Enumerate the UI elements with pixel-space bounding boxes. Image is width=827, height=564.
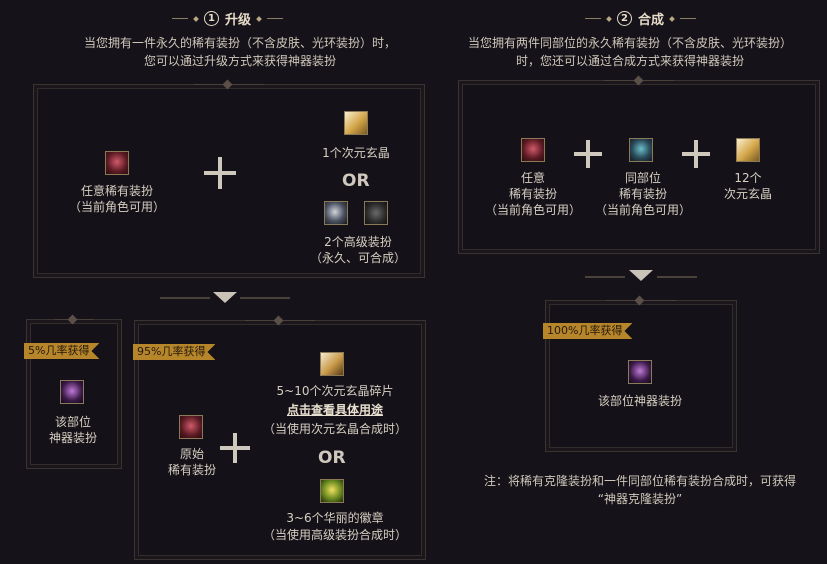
badge-condition-label: （当使用高级装扮合成时） bbox=[262, 528, 407, 542]
artifact-outfit-icon[interactable] bbox=[628, 360, 652, 384]
artifact-outfit-label: 该部位神器装扮 bbox=[48, 415, 97, 445]
crystal-count-label: 12个次元玄晶 bbox=[723, 171, 772, 201]
artifact-outfit-label: 该部位神器装扮 bbox=[597, 394, 682, 408]
original-outfit-label: 原始稀有装扮 bbox=[167, 447, 216, 477]
any-rare-outfit-label: 任意稀有装扮（当前角色可用） bbox=[68, 184, 165, 214]
or-label: OR bbox=[318, 448, 346, 468]
combine-recipe-box bbox=[458, 80, 820, 254]
dimension-crystal-icon[interactable] bbox=[344, 111, 368, 135]
rare-outfit-icon[interactable] bbox=[521, 138, 545, 162]
or-label: OR bbox=[342, 171, 370, 191]
section-title-text: 合成 bbox=[638, 13, 665, 28]
down-arrow-icon bbox=[629, 270, 653, 281]
probability-badge: 5%几率获得 bbox=[24, 343, 99, 359]
plus-icon bbox=[574, 140, 602, 168]
step-number: 1 bbox=[204, 11, 219, 26]
section-2-title: 2 合成 bbox=[585, 9, 697, 28]
plus-icon bbox=[204, 157, 236, 189]
rare-outfit-icon[interactable] bbox=[105, 151, 129, 175]
clone-note: 注：将稀有克隆装扮和一件同部位稀有装扮合成时，可获得 “神器克隆装扮” bbox=[483, 474, 796, 506]
same-slot-outfit-label: 同部位稀有装扮（当前角色可用） bbox=[594, 171, 691, 217]
any-rare-outfit-label: 任意稀有装扮（当前角色可用） bbox=[484, 171, 581, 217]
original-outfit-icon[interactable] bbox=[179, 415, 203, 439]
badge-icon[interactable] bbox=[320, 479, 344, 503]
probability-badge: 95%几率获得 bbox=[133, 344, 215, 360]
advanced-outfit-icon-2[interactable] bbox=[364, 201, 388, 225]
section-1-title: 1 升级 bbox=[172, 9, 284, 28]
plus-icon bbox=[682, 140, 710, 168]
advanced-outfit-label: 2个高级装扮（永久、可合成） bbox=[309, 235, 406, 265]
badge-count-label: 3~6个华丽的徽章 bbox=[286, 511, 384, 525]
section-2-description: 当您拥有两件同部位的永久稀有装扮（不含皮肤、光环装扮） 时，您还可以通过合成方式… bbox=[467, 36, 792, 68]
plus-icon bbox=[220, 433, 250, 463]
crystal-fragment-label: 5~10个次元玄晶碎片 bbox=[276, 384, 394, 398]
dimension-crystal-icon[interactable] bbox=[736, 138, 760, 162]
down-arrow-icon bbox=[213, 292, 237, 303]
probability-badge: 100%几率获得 bbox=[543, 323, 632, 339]
same-slot-outfit-icon[interactable] bbox=[629, 138, 653, 162]
section-1-description: 当您拥有一件永久的稀有装扮（不含皮肤、光环装扮）时， 您可以通过升级方式来获得神… bbox=[83, 36, 396, 68]
crystal-count-label: 1个次元玄晶 bbox=[322, 146, 390, 160]
view-usage-link[interactable]: 点击查看具体用途 bbox=[286, 403, 383, 417]
artifact-outfit-icon[interactable] bbox=[60, 380, 84, 404]
crystal-fragment-icon[interactable] bbox=[320, 352, 344, 376]
crystal-condition-label: （当使用次元玄晶合成时） bbox=[262, 422, 407, 436]
step-number: 2 bbox=[617, 11, 632, 26]
section-title-text: 升级 bbox=[225, 13, 252, 28]
advanced-outfit-icon[interactable] bbox=[324, 201, 348, 225]
